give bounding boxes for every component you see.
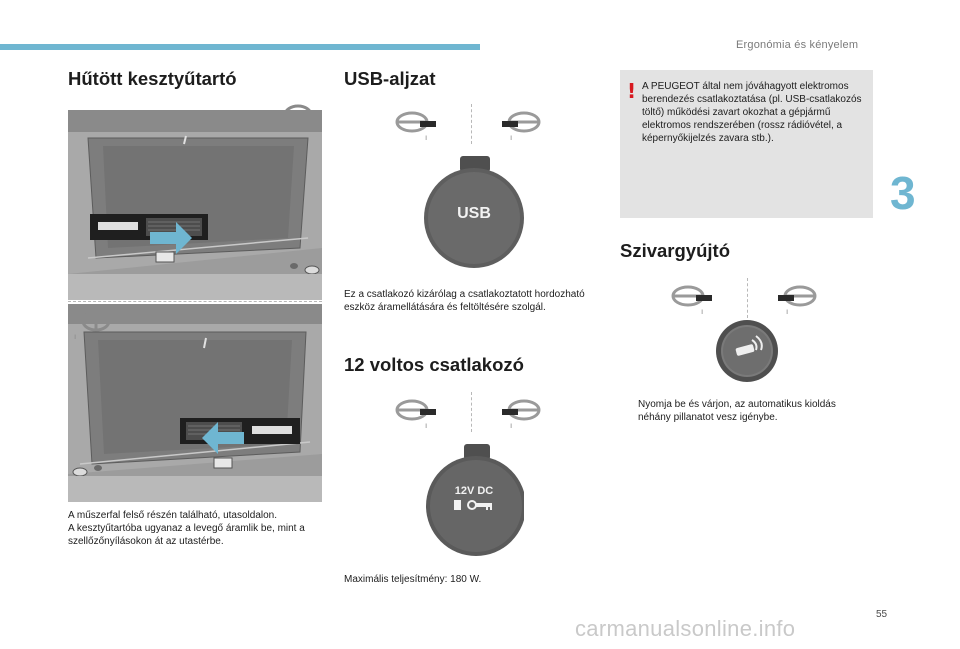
lighter-text: Nyomja be és várjon, az automatikus kiol… bbox=[638, 399, 836, 423]
socket-12v-title: 12 voltos csatlakozó bbox=[344, 354, 524, 375]
socket-12v-location-diagram: ı ı bbox=[395, 399, 541, 430]
glovebox-photo-top bbox=[68, 98, 322, 300]
usb-text: Ez a csatlakozó kizárólag a csatlakoztat… bbox=[344, 289, 585, 313]
socket-12v-label: 12V DC bbox=[455, 485, 494, 497]
chapter-number: 3 bbox=[890, 167, 916, 219]
diagram-divider bbox=[747, 278, 748, 318]
svg-text:ı: ı bbox=[510, 133, 512, 142]
svg-text:ı: ı bbox=[510, 421, 512, 430]
usb-location-diagram: ı ı bbox=[395, 111, 541, 142]
glovebox-text: A műszerfal felső részén található, utas… bbox=[68, 510, 305, 547]
svg-text:ı: ı bbox=[786, 307, 788, 316]
glovebox-title: Hűtött kesztyűtartó bbox=[68, 68, 237, 89]
svg-text:ı: ı bbox=[425, 421, 427, 430]
svg-text:ı: ı bbox=[310, 124, 312, 133]
steering-wheel-icon: ı bbox=[74, 310, 111, 341]
warning-icon: ! bbox=[627, 79, 637, 103]
usb-socket: USB bbox=[424, 156, 524, 268]
lighter-location-diagram: ı ı bbox=[671, 285, 817, 316]
diagram-divider bbox=[471, 392, 472, 432]
socket-12v: 12V DC bbox=[426, 444, 524, 556]
steering-wheel-icon: ı bbox=[283, 104, 313, 133]
svg-text:ı: ı bbox=[425, 133, 427, 142]
image-divider bbox=[68, 301, 322, 302]
svg-text:ı: ı bbox=[701, 307, 703, 316]
svg-text:ı: ı bbox=[74, 332, 76, 341]
socket-12v-text: Maximális teljesítmény: 180 W. bbox=[344, 574, 482, 585]
page-number: 55 bbox=[876, 609, 888, 620]
usb-socket-label: USB bbox=[457, 205, 491, 222]
header-accent-bar bbox=[0, 44, 480, 50]
cigarette-lighter bbox=[716, 320, 778, 382]
lighter-title: Szivargyújtó bbox=[620, 240, 730, 261]
warning-box bbox=[620, 70, 873, 218]
watermark: carmanualsonline.info bbox=[575, 616, 796, 641]
usb-title: USB-aljzat bbox=[344, 68, 436, 89]
section-title: Ergonómia és kényelem bbox=[736, 39, 859, 51]
warning-text: A PEUGEOT által nem jóváhagyott elektrom… bbox=[642, 81, 862, 144]
glovebox-photo-bottom bbox=[68, 304, 322, 502]
diagram-divider bbox=[471, 104, 472, 144]
